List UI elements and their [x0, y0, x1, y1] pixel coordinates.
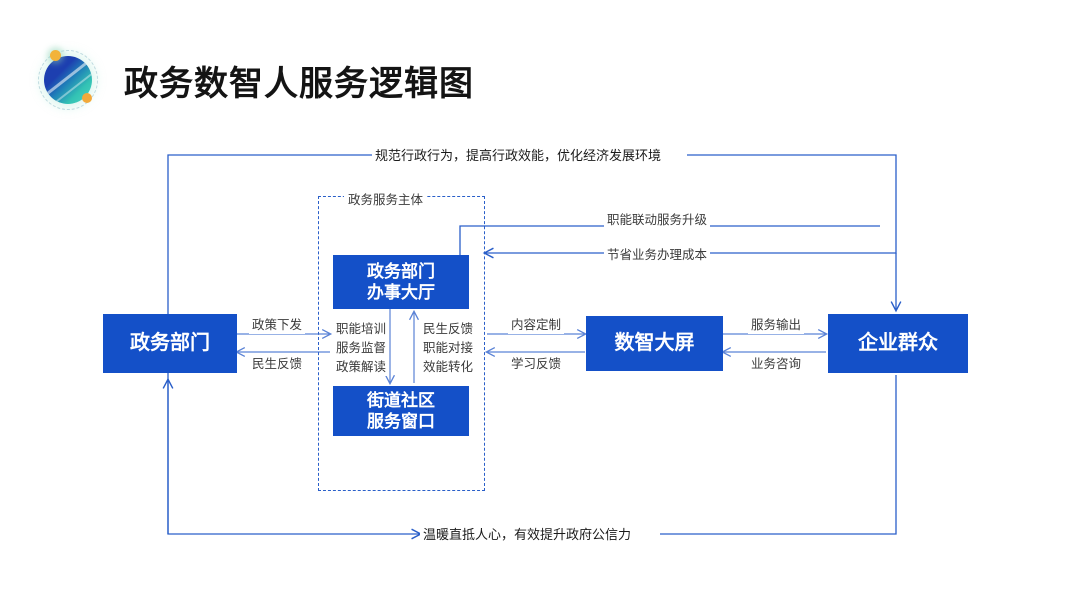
bottom-banner-label: 温暖直抵人心，有效提升政府公信力	[420, 526, 635, 545]
node-smart-screen[interactable]: 数智大屏	[586, 316, 723, 371]
edge-label-inner-up: 民生反馈 职能对接 效能转化	[420, 320, 477, 377]
edge-label-inner-down: 职能培训 服务监督 政策解读	[333, 320, 390, 377]
edge-label-content-custom: 内容定制	[508, 316, 565, 335]
node-enterprise-public[interactable]: 企业群众	[828, 314, 968, 373]
edge-label-inner-down-l3: 政策解读	[336, 359, 387, 374]
node-gov-department[interactable]: 政务部门	[103, 314, 237, 373]
node-street-community-window[interactable]: 街道社区 服务窗口	[333, 386, 469, 436]
node-enterprise-public-label: 企业群众	[858, 332, 938, 354]
node-gov-service-hall-line1: 政务部门	[367, 261, 435, 281]
edge-label-inner-up-l3: 效能转化	[423, 359, 474, 374]
logo-dot-top	[50, 50, 61, 61]
edge-label-policy-down: 政策下发	[249, 316, 306, 335]
brand-orb-logo	[28, 40, 108, 120]
gov-service-group-label: 政务服务主体	[344, 189, 428, 208]
node-gov-service-hall-line2: 办事大厅	[367, 283, 435, 302]
edge-label-business-consult: 业务咨询	[748, 355, 805, 374]
edge-label-inner-up-l2: 职能对接	[423, 340, 474, 355]
page-title: 政务数智人服务逻辑图	[124, 65, 474, 103]
node-smart-screen-label: 数智大屏	[614, 332, 695, 354]
node-gov-service-hall[interactable]: 政务部门 办事大厅	[333, 255, 469, 309]
logo-dot-bottom	[82, 93, 92, 103]
edge-label-function-linkage: 职能联动服务升级	[604, 211, 711, 230]
edge-label-livelihood-feedback-left: 民生反馈	[249, 355, 306, 374]
edge-label-inner-down-l2: 服务监督	[336, 340, 387, 355]
edge-label-learning-feedback: 学习反馈	[508, 355, 565, 374]
edge-label-cost-saving: 节省业务办理成本	[604, 246, 711, 265]
edge-label-inner-down-l1: 职能培训	[336, 322, 387, 336]
node-gov-department-label: 政务部门	[130, 332, 210, 354]
top-banner-label: 规范行政行为，提高行政效能，优化经济发展环境	[372, 147, 665, 166]
node-street-community-window-line1: 街道社区	[367, 390, 435, 410]
edge-label-inner-up-l1: 民生反馈	[423, 322, 474, 336]
node-street-community-window-line2: 服务窗口	[367, 412, 435, 431]
edge-label-service-output: 服务输出	[748, 316, 805, 335]
